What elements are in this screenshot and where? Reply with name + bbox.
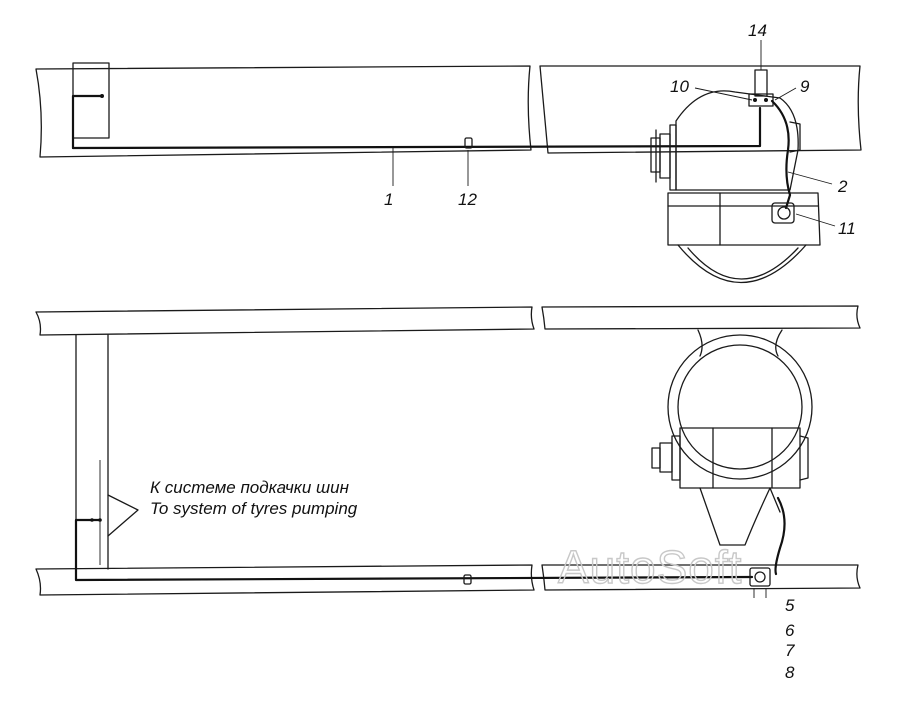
callout-6: 6 <box>785 621 795 640</box>
bottom-lower-rail-left <box>35 564 535 596</box>
leader-9 <box>774 87 797 101</box>
callout-2: 2 <box>837 177 848 196</box>
hose-2 <box>770 99 792 210</box>
callout-11: 11 <box>838 219 856 238</box>
top-bracket-left <box>71 62 110 150</box>
bottom-pipe <box>74 518 754 582</box>
top-frame-rail-left <box>35 65 532 158</box>
callout-10: 10 <box>670 77 689 96</box>
note-en: To system of tyres pumping <box>150 499 358 518</box>
top-axle-assembly <box>650 90 821 284</box>
fitting-12 <box>464 137 473 149</box>
pipe-1 <box>71 106 762 150</box>
leader-10 <box>694 87 753 101</box>
component-11 <box>771 202 795 224</box>
bottom-hose <box>774 496 786 576</box>
bottom-upper-rail-right <box>541 305 861 330</box>
callout-1: 1 <box>384 190 393 209</box>
bottom-lower-rail-right <box>541 564 861 591</box>
callout-8: 8 <box>785 663 795 682</box>
bottom-fitting <box>463 574 472 585</box>
callout-5: 5 <box>785 596 795 615</box>
component-14 <box>748 69 774 107</box>
note-ru: К системе подкачки шин <box>150 478 350 497</box>
tyre-inflation-arrow <box>107 494 139 537</box>
top-frame-rail-right <box>539 65 862 154</box>
watermark: AutoSoft <box>558 541 742 593</box>
callout-9: 9 <box>800 77 810 96</box>
bottom-upper-rail-left <box>35 306 535 336</box>
component-5-8 <box>749 567 771 598</box>
callout-12: 12 <box>458 190 477 209</box>
callout-7: 7 <box>785 641 795 660</box>
leader-2 <box>787 171 833 185</box>
cross-member-left <box>75 334 109 570</box>
leader-11 <box>795 213 836 227</box>
bottom-axle-assembly <box>651 329 813 546</box>
callout-14: 14 <box>748 21 767 40</box>
